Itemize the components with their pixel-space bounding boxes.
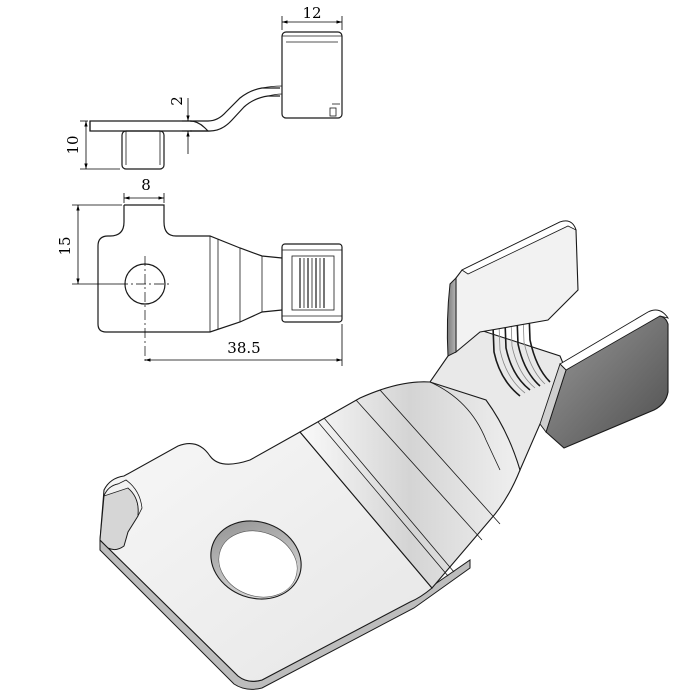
dim-total-length: 38.5 — [227, 339, 260, 357]
top-view-connector — [281, 243, 343, 323]
dim-side-height: 10 — [64, 135, 82, 154]
side-view-connector — [281, 31, 343, 119]
dim-top-width: 12 — [302, 4, 321, 22]
side-view-bend-top — [190, 87, 280, 122]
isometric-view — [99, 220, 670, 690]
dim-thickness: 2 — [168, 96, 186, 106]
iso-serrations — [491, 285, 551, 397]
side-view-stub — [121, 130, 165, 170]
top-view-serrations-frame — [291, 255, 335, 311]
side-view-bend-bottom — [190, 95, 280, 132]
side-view: 12 2 10 — [64, 4, 343, 170]
dim-tab-width: 8 — [141, 176, 151, 194]
top-view: 8 15 38.5 — [56, 176, 343, 366]
side-view-tick-mark — [329, 107, 337, 117]
dim-plate-height: 15 — [56, 236, 74, 255]
top-view-plate-outline — [97, 205, 283, 333]
side-view-base — [89, 120, 210, 132]
